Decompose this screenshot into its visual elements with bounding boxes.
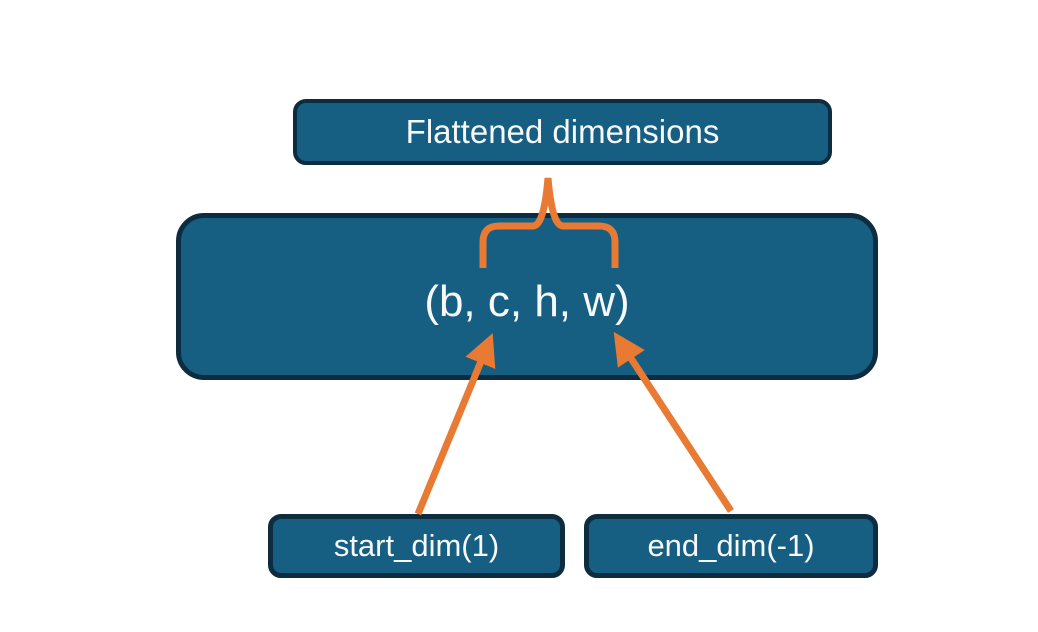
node-tensor-shape-label: (b, c, h, w) (424, 276, 630, 326)
node-flattened-dimensions-label: Flattened dimensions (405, 113, 720, 150)
node-tensor-shape: (b, c, h, w) (176, 213, 878, 380)
node-start-dim-label: start_dim(1) (333, 528, 500, 563)
node-start-dim: start_dim(1) (268, 514, 565, 578)
node-flattened-dimensions: Flattened dimensions (293, 99, 832, 165)
node-end-dim: end_dim(-1) (584, 514, 878, 578)
node-end-dim-label: end_dim(-1) (647, 528, 815, 563)
